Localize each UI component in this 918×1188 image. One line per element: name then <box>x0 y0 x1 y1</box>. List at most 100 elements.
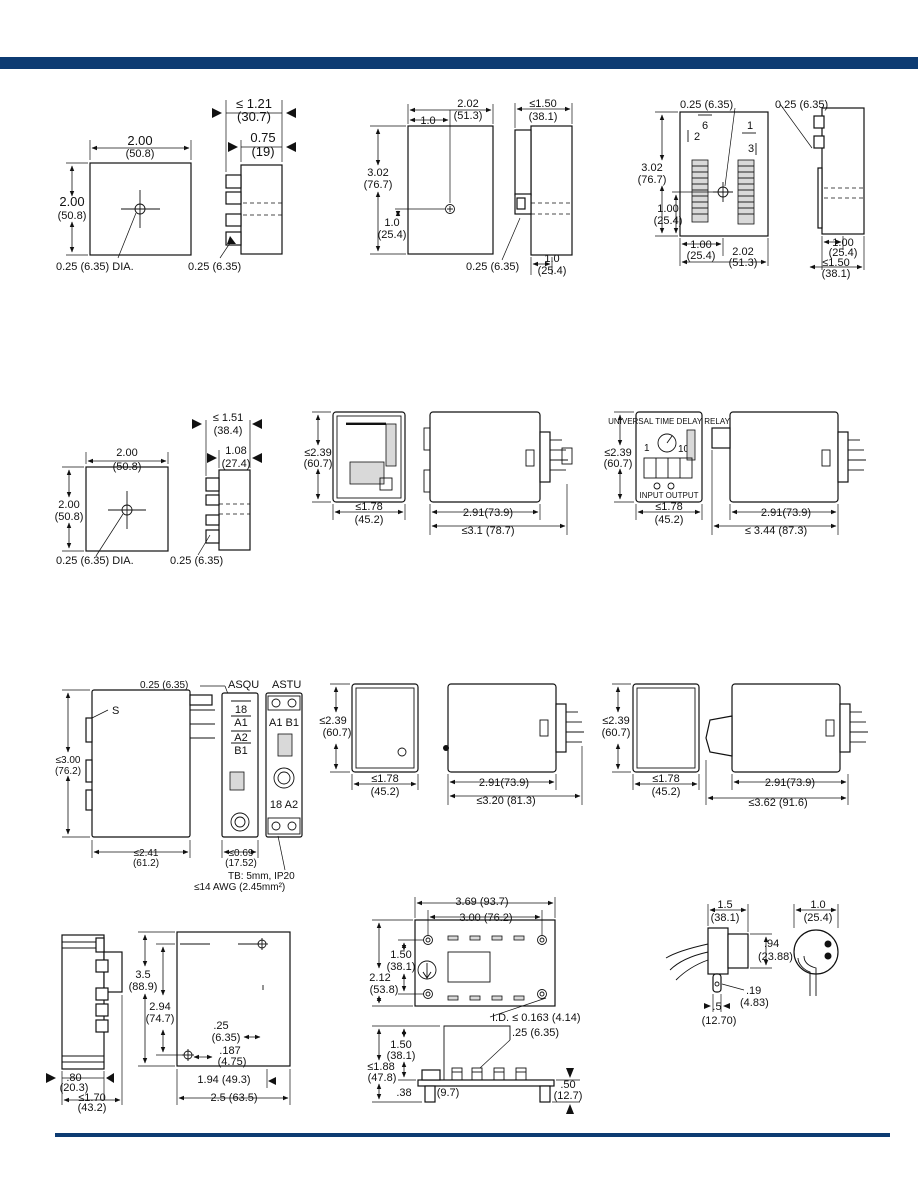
drawing-11-pcb-relay: 3.69 (93.7) 3.00 (76.2) 2.12 (53.8) 1.50… <box>367 896 582 1114</box>
d38-mm-label: (9.7) <box>437 1087 460 1099</box>
width-mm-label: (50.8) <box>113 461 142 473</box>
relay-face <box>635 411 703 503</box>
side-offset-mm-label: (25.4) <box>829 247 858 259</box>
astu-module <box>265 692 303 838</box>
module-end-view <box>793 929 839 975</box>
hole-dia-label: 0.25 (6.35) DIA. <box>56 555 134 567</box>
hole-y-mm-label: (25.4) <box>654 215 683 227</box>
asqu-a2: A2 <box>234 732 247 744</box>
t25-mm-label: (6.35) <box>212 1032 241 1044</box>
width-mm-label: (51.3) <box>454 110 483 122</box>
drawing-10-panel-relay: .80 (20.3) ≤1.70 (43.2) 3.5 (88.9) 2.94 … <box>46 931 291 1114</box>
h212-mm-label: (53.8) <box>370 984 399 996</box>
width-mm-label: (45.2) <box>655 514 684 526</box>
width-mm-label: (61.2) <box>133 858 159 869</box>
terminal-1: 1 <box>747 120 753 132</box>
d50-mm-label: (12.7) <box>554 1090 583 1102</box>
tb-line-1: TB: 5mm, IP20 <box>228 871 295 882</box>
terminal-label: 0.25 (6.35) <box>170 555 223 567</box>
d38-label: .38 <box>396 1087 411 1099</box>
w15-label: 1.5 <box>717 899 732 911</box>
height-mm-label: (50.8) <box>55 511 84 523</box>
board-top <box>414 919 556 1007</box>
length-label: 2.91(73.9) <box>463 507 513 519</box>
height-mm-label: (60.7) <box>304 458 333 470</box>
side150-mm-label: (38.1) <box>387 1050 416 1062</box>
face-marking: ▬▬▬▬▬ <box>346 418 386 427</box>
terminal-6: 6 <box>702 120 708 132</box>
drawing-7-asqu-astu: S 0.25 (6.35) ≤3.00 (76.2) ≤2.41 (61.2) … <box>55 679 303 893</box>
width-mm-label: (45.2) <box>355 514 384 526</box>
height-mm-label: (60.7) <box>323 727 352 739</box>
asqu-label: ASQU <box>228 679 259 691</box>
h35-mm-label: (88.9) <box>129 981 158 993</box>
width-label: 2.00 <box>116 447 137 459</box>
d5-mm-label: (12.70) <box>702 1015 737 1027</box>
h94-mm-label: (23.88) <box>758 951 793 963</box>
time-dial <box>657 433 677 453</box>
height-label: 3.02 <box>367 167 388 179</box>
w15-mm-label: (38.1) <box>711 912 740 924</box>
d19-label: .19 <box>746 985 761 997</box>
relay-body-side <box>731 683 841 773</box>
terminal-label: 0.25 (6.35) <box>466 261 519 273</box>
relay-body-side <box>821 107 865 235</box>
height-label: ≤2.39 <box>319 715 346 727</box>
height-label: 3.02 <box>641 162 662 174</box>
drawing-1-square-relay: 2.00 (50.8) 2.00 (50.8) 0.25 (6.35) DIA.… <box>56 96 296 273</box>
w194-label: 1.94 (49.3) <box>197 1074 250 1086</box>
term25-label: .25 (6.35) <box>512 1027 559 1039</box>
relay-body-side <box>530 125 573 256</box>
relay-body-front <box>407 125 494 255</box>
width-label: ≤2.41 <box>134 848 159 859</box>
h35-label: 3.5 <box>135 969 150 981</box>
offset-mm-label: (25.4) <box>687 250 716 262</box>
d5-label: .5 <box>712 1001 721 1013</box>
length-label: 2.91(73.9) <box>765 777 815 789</box>
depth-mm-label: (38.4) <box>214 425 243 437</box>
relay-body-side <box>218 469 251 551</box>
w10-mm-label: (25.4) <box>804 912 833 924</box>
height-label: ≤2.39 <box>604 447 631 459</box>
body-mm-label: (27.4) <box>222 458 251 470</box>
h150-label: 1.50 <box>390 949 411 961</box>
h294-label: 2.94 <box>149 1001 170 1013</box>
d50-label: .50 <box>560 1079 575 1091</box>
din-width-label: ≤0.69 <box>229 848 254 859</box>
depth-label: ≤ 1.21 <box>236 96 272 111</box>
h150-mm-label: (38.1) <box>387 961 416 973</box>
relay-body-front <box>176 931 291 1067</box>
id-label: I.D. ≤ 0.163 (4.14) <box>492 1012 581 1024</box>
overall-length-label: ≤ 3.44 (87.3) <box>745 525 807 537</box>
height-mm-label: (60.7) <box>604 458 633 470</box>
drawing-9-plug-in-relay-knob: ≤2.39 (60.7) ≤1.78 (45.2) 2.91(73.9) ≤3.… <box>602 683 868 809</box>
height-label: ≤2.39 <box>602 715 629 727</box>
panel-footer: INPUT OUTPUT <box>640 491 699 500</box>
height-mm-label: (76.7) <box>638 174 667 186</box>
w25-label: 2.5 (63.5) <box>210 1092 257 1104</box>
d80-label: .80 <box>66 1072 81 1084</box>
header-bar <box>0 57 918 69</box>
height-label: ≤3.00 <box>56 755 81 766</box>
terminal-label: 0.25 (6.35) <box>140 680 188 691</box>
tb-line-2: ≤14 AWG (2.45mm²) <box>194 882 285 893</box>
dip-switch-left <box>691 159 709 223</box>
width-mm-label: (50.8) <box>126 148 155 160</box>
height-label: 2.00 <box>59 194 84 209</box>
terminal-label: 0.25 (6.35) <box>188 261 241 273</box>
knob <box>705 715 733 757</box>
drawing-2-tall-relay: 2.02 (51.3) 1.0 3.02 (76.7) 1.0 (25.4) ≤… <box>364 98 573 277</box>
height-label: ≤2.39 <box>304 447 331 459</box>
depth-label: ≤1.50 <box>529 98 556 110</box>
astu-dial <box>273 767 295 789</box>
h212-label: 2.12 <box>369 972 390 984</box>
hole-dia-label: 0.25 (6.35) DIA. <box>56 261 134 273</box>
width-label: 2.02 <box>457 98 478 110</box>
overall-length-label: ≤3.62 (91.6) <box>748 797 807 809</box>
height-mm-label: (76.2) <box>55 766 81 777</box>
length-label: 2.91(73.9) <box>479 777 529 789</box>
overall-length-label: ≤3.20 (81.3) <box>476 795 535 807</box>
mounting-hole <box>134 203 146 215</box>
relay-face <box>351 683 419 773</box>
